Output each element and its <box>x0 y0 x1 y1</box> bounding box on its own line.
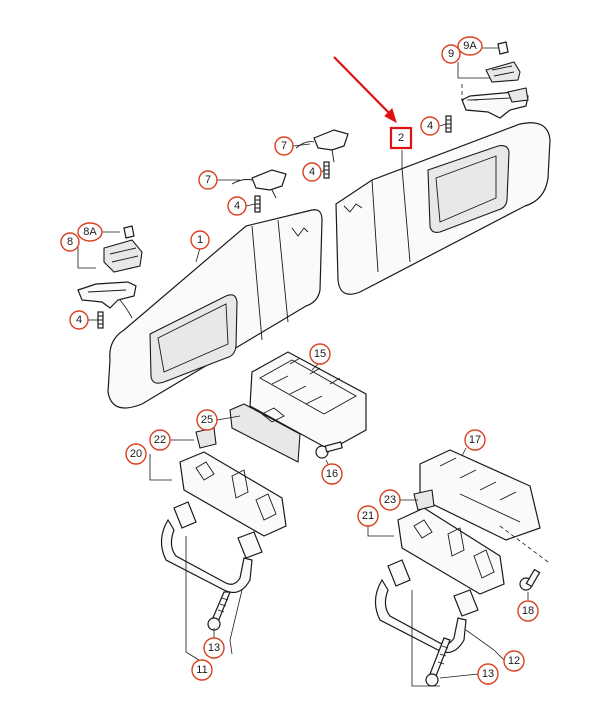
cover-plate-15 <box>249 351 367 451</box>
callout-8: 8 <box>60 232 80 252</box>
svg-text:2: 2 <box>398 132 404 144</box>
svg-text:4: 4 <box>234 200 240 212</box>
callout-15: 15 <box>309 343 331 365</box>
svg-text:4: 4 <box>427 120 433 132</box>
screw-18 <box>519 568 541 591</box>
screw-4-d <box>97 311 104 329</box>
callout-4-b: 4 <box>302 162 322 182</box>
svg-text:22: 22 <box>154 434 166 446</box>
leader-lines <box>77 47 529 687</box>
bracket-25 <box>229 403 301 463</box>
svg-text:8A: 8A <box>83 226 97 238</box>
callout-1: 1 <box>190 230 210 250</box>
callout-16: 16 <box>321 463 343 485</box>
callout-13-b: 13 <box>477 663 499 685</box>
svg-text:17: 17 <box>469 434 481 446</box>
callout-25: 25 <box>196 409 218 431</box>
callout-7-a: 7 <box>274 136 294 156</box>
callout-2-highlighted: 2 <box>389 126 413 150</box>
red-arrow <box>333 56 397 124</box>
screw-4-a <box>445 115 452 133</box>
right-handle-bracket-21 <box>397 489 505 595</box>
left-grab-handle <box>160 501 263 593</box>
svg-text:11: 11 <box>196 664 207 676</box>
callout-13-a: 13 <box>203 637 225 659</box>
screw-4-c <box>254 195 261 213</box>
callout-20: 20 <box>125 443 147 465</box>
svg-text:21: 21 <box>362 510 374 522</box>
svg-text:13: 13 <box>482 668 494 680</box>
svg-text:1: 1 <box>197 234 203 246</box>
screw-13-left <box>207 591 231 631</box>
callout-4-a: 4 <box>420 116 440 136</box>
svg-text:18: 18 <box>522 605 534 617</box>
screw-13-right <box>425 637 451 687</box>
svg-text:16: 16 <box>326 468 338 480</box>
callout-9A: 9A <box>457 36 483 56</box>
visor-hook-lower <box>231 169 287 199</box>
right-grab-handle <box>374 559 479 653</box>
visor-hook-upper <box>295 129 349 163</box>
svg-text:9A: 9A <box>463 40 477 52</box>
left-handle-bracket-20 <box>179 427 287 537</box>
left-clip-8 <box>103 225 143 273</box>
callout-11: 11 <box>191 659 213 681</box>
right-clip-9 <box>485 41 521 83</box>
left-sun-visor <box>107 209 323 409</box>
screw-16 <box>315 441 343 459</box>
svg-text:13: 13 <box>208 642 220 654</box>
left-visor-mount <box>77 281 137 319</box>
callout-22: 22 <box>149 429 171 451</box>
callout-12: 12 <box>503 650 525 672</box>
right-sun-visor <box>335 122 551 295</box>
callout-4-c: 4 <box>227 196 247 216</box>
callout-4-d: 4 <box>69 310 89 330</box>
svg-text:9: 9 <box>448 48 454 60</box>
svg-text:4: 4 <box>309 166 315 178</box>
svg-text:25: 25 <box>201 414 213 426</box>
callout-7-b: 7 <box>198 170 218 190</box>
svg-text:12: 12 <box>508 655 520 667</box>
svg-text:7: 7 <box>205 174 211 186</box>
callout-21: 21 <box>357 505 379 527</box>
callout-8A: 8A <box>77 222 103 242</box>
callout-23: 23 <box>379 489 401 511</box>
svg-text:8: 8 <box>67 236 73 248</box>
callout-9: 9 <box>441 44 461 64</box>
svg-text:15: 15 <box>314 348 326 360</box>
svg-text:20: 20 <box>130 448 142 460</box>
svg-text:23: 23 <box>384 494 396 506</box>
svg-text:4: 4 <box>76 314 82 326</box>
right-visor-mount <box>461 87 529 119</box>
callout-17: 17 <box>464 429 486 451</box>
screw-4-b <box>323 161 330 179</box>
callout-18: 18 <box>517 600 539 622</box>
svg-text:7: 7 <box>281 140 287 152</box>
